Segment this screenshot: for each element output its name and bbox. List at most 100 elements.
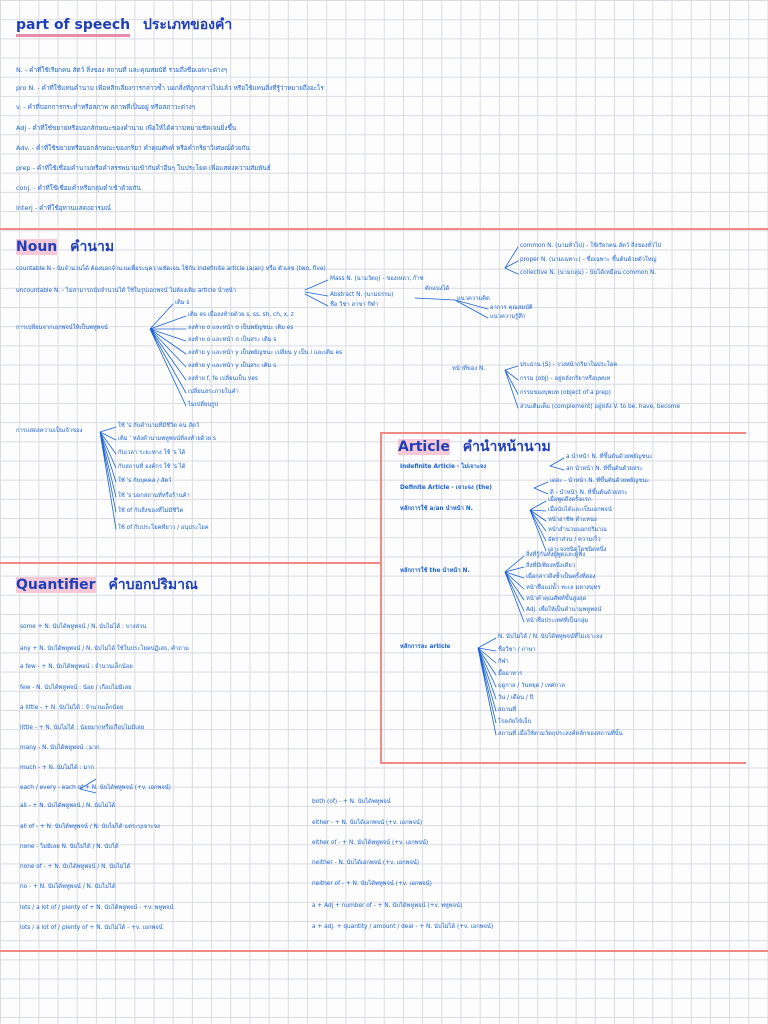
- omit-article-title: หลักการละ article: [400, 644, 451, 650]
- quantifier-row: none - ไม่มีเลย N. นับไม่ได้ / N. นับได้: [20, 844, 119, 850]
- quantifier-row: few - N. นับได้พหูพจน์ : น้อย / เกือบไม่…: [20, 685, 132, 691]
- possessive-rule: ใช้ 's บอกสถานที่หรือร้านค้า: [118, 493, 190, 499]
- pos-line: prep - คำที่ใช้เชื่อมคำนามหรือคำสรรพนามเ…: [16, 164, 271, 172]
- pos-line: v. - คำที่บอกการกระทำหรือสภาพ สภาพที่เป็…: [16, 103, 196, 111]
- noun-title-th: คำนาม: [70, 239, 115, 255]
- quantifier-row: much - + N. นับไม่ได้ : มาก: [20, 765, 94, 771]
- quantifier-row: each / every - each of + N. นับได้พหูพจน…: [20, 785, 171, 791]
- possessive-rule: กับเวลา ระยะทาง ใช้ 's ได้: [118, 450, 186, 456]
- quantifier-heading: Quantifier คำบอกปริมาณ: [16, 576, 198, 594]
- plural-rule: ลงท้าย o และหน้า o เป็นพยัญชนะ เติม es: [188, 325, 294, 331]
- article-title-en: Article: [398, 439, 450, 455]
- mass-noun-sub: ตักแบ่งได้: [425, 286, 450, 292]
- plural-title: การเปลี่ยนจากเอกพจน์ให้เป็นพหูพจน์: [16, 325, 108, 331]
- quantifier-row: a little - + N. นับไม่ได้ : จำนวนเล็กน้อ…: [20, 705, 124, 711]
- noun-type: proper N. (นามเฉพาะ) - ชื่อเฉพาะ ขึ้นต้น…: [520, 257, 657, 263]
- quantifier-row: any + N. นับได้พหูพจน์ / N. นับไม่ได้ ใช…: [20, 646, 189, 652]
- quantifier-row-right: neither - N. นับได้เอกพจน์ (+v. เอกพจน์): [312, 860, 420, 866]
- plural-rule: เติม s: [175, 300, 190, 306]
- quantifier-row-right: a + Adj + number of - + N. นับได้พหูพจน์…: [312, 903, 463, 909]
- quantifier-row: no - + N. นับได้พหูพจน์ / N. นับไม่ได้: [20, 884, 116, 890]
- quantifier-row: many - N. นับได้พหูพจน์ : มาก: [20, 745, 100, 751]
- article-title-th: คำนำหน้านาม: [462, 439, 551, 455]
- a-an-rule: เมื่อพูดถึงครั้งแรก: [548, 497, 592, 503]
- quantifier-row-right: neither of - + N. นับได้พหูพจน์ (+v. เอก…: [312, 881, 432, 887]
- definite-item: เดอะ - นำหน้า N. ที่ขึ้นต้นด้วยพยัญชนะ: [550, 478, 650, 484]
- bottom-divider: [0, 950, 768, 952]
- abstract-sub: อาการ คุณสมบัติ: [490, 305, 533, 311]
- quantifier-row: lots / a lot of / plenty of + N. นับไม่ไ…: [20, 925, 163, 931]
- definite-item: ดิ - นำหน้า N. ที่ขึ้นต้นด้วยสระ: [550, 490, 628, 496]
- quantifier-row: some + N. นับได้พหูพจน์ / N. นับไม่ได้ :…: [20, 624, 147, 630]
- indefinite-item: an นำหน้า N. ที่ขึ้นต้นด้วยสระ: [566, 466, 643, 472]
- pos-line: Adj - คำที่ใช้ขยายหรือบอกลักษณะของคำนาม …: [16, 124, 237, 132]
- plural-rule: ไม่เปลี่ยนรูป: [188, 402, 219, 408]
- noun-function: กรรมของบุพบท (object of a prep): [520, 390, 611, 396]
- abstract-sub: แนวความคิด: [457, 296, 490, 302]
- page-title: part of speech ประเภทของคำ: [16, 16, 232, 37]
- noun-function: กรรม (obj) - อยู่หลังกริยาหรือบุพบท: [520, 376, 611, 382]
- the-rules-title: หลักการใช้ the นำหน้า N.: [400, 568, 470, 574]
- plural-rule: เติม es เมื่อลงท้ายด้วย s, ss, sh, ch, x…: [188, 312, 294, 318]
- pos-line: conj. - คำที่ใช้เชื่อมคำหรือกลุ่มคำเข้าด…: [16, 184, 141, 192]
- article-box-bottom: [380, 762, 746, 764]
- the-rule: หน้าคำคุณศัพท์ขั้นสูงสุด: [526, 596, 587, 602]
- abstract-sub: แนวความรู้สึก: [490, 314, 526, 320]
- omit-article-rule: สถานที่ เมื่อใช้ตามวัตถุประสงค์หลักของสถ…: [498, 731, 623, 737]
- quantifier-divider: [0, 562, 380, 564]
- a-an-rule: เมื่อนับได้และเป็นเอกพจน์: [548, 507, 612, 513]
- pos-line: Adv. - คำที่ใช้ขยายหรือบอกลักษณะของกริยา…: [16, 144, 250, 152]
- omit-article-rule: สถานที่: [498, 707, 517, 713]
- possessive-rule: ใช้ of กับสิ่งของที่ไม่มีชีวิต: [118, 508, 184, 514]
- quantifier-title-en: Quantifier: [16, 577, 96, 593]
- definite-article: Definite Article - เจาะจง (the): [400, 485, 492, 491]
- possessive-rule: ใช้ 's กับบุคคล / สัตว์: [118, 478, 172, 484]
- plural-rule: ลงท้าย o และหน้า o เป็นสระ เติม s: [188, 337, 277, 343]
- pos-line: N. - คำที่ใช้เรียกคน สัตว์ สิ่งของ สถานท…: [16, 66, 228, 74]
- omit-article-rule: ฤดูกาล / วันหยุด / เทศกาล: [498, 683, 565, 689]
- function-title: หน้าที่ของ N.: [452, 366, 486, 372]
- the-rule: Adj. เพื่อให้เป็นคำนามพหูพจน์: [526, 607, 602, 613]
- noun-title-en: Noun: [16, 239, 58, 255]
- omit-article-rule: โรคภัยไข้เจ็บ: [498, 719, 532, 725]
- title-en: part of speech: [16, 17, 131, 37]
- possessive-rule: ใช้ of กับประโยคที่ยาว / อนุประโยค: [118, 525, 209, 531]
- a-an-rules-title: หลักการใช้ a/an นำหน้า N.: [400, 506, 473, 512]
- plural-rule: เปลี่ยนสระภายในคำ: [188, 389, 239, 395]
- a-an-rule: หน้าอาชีพ ตำแหน่ง: [548, 517, 597, 523]
- quantifier-row-right: both (of) - + N. นับได้พหูพจน์: [312, 799, 391, 805]
- quantifier-row: none of - + N. นับได้พหูพจน์ / N. นับไม่…: [20, 864, 131, 870]
- omit-article-rule: กีฬา: [498, 659, 509, 665]
- a-an-rule: หน้าสำนวนบอกปริมาณ: [548, 527, 607, 533]
- plural-rule: ลงท้าย y และหน้า y เป็นพยัญชนะ เปลี่ยน y…: [188, 350, 343, 356]
- quantifier-row: all - + N. นับได้พหูพจน์ / N. นับไม่ได้: [20, 803, 116, 809]
- article-box-top: [380, 432, 746, 434]
- noun-function: ประธาน (S) - วางหน้ากริยาในประโยค: [520, 362, 618, 368]
- pos-line: pro N. - คำที่ใช้แทนคำนาม เพื่อหลีกเลี่ย…: [16, 84, 324, 92]
- quantifier-title-th: คำบอกปริมาณ: [108, 577, 198, 593]
- noun-heading: Noun คำนาม: [16, 238, 114, 256]
- mass-noun: Mass N. (นามวัตถุ) - ของเหลว, ก๊าซ: [330, 276, 424, 282]
- possessive-rule: ใช้ 's กับคำนามที่มีชีวิต คน สัตว์: [118, 423, 200, 429]
- article-heading: Article คำนำหน้านาม: [398, 438, 551, 456]
- noun-type: collective N. (นามกลุ่ม) - นับได้เหมือน …: [520, 270, 657, 276]
- a-an-rule: อัตราส่วน / ความเร็ว: [548, 537, 601, 543]
- the-rule: หน้าชื่อประเทศที่เป็นกลุ่ม: [526, 618, 589, 624]
- possessive-rule: เติม ' หลังคำนามพหูพจน์ที่ลงท้ายด้วย s: [118, 436, 217, 442]
- the-rule: เมื่อกล่าวถึงซ้ำเป็นครั้งที่สอง: [526, 574, 596, 580]
- indefinite-item: a นำหน้า N. ที่ขึ้นต้นด้วยพยัญชนะ: [566, 454, 653, 460]
- omit-article-rule: ชื่อวิชา / ภาษา: [498, 647, 536, 653]
- article-box-left: [380, 432, 382, 762]
- quantifier-row-right: either of - + N. นับได้พหูพจน์ (+v. เอกพ…: [312, 840, 429, 846]
- quantifier-row-right: a + adj. + quantity / amount / deal - + …: [312, 924, 494, 930]
- quantifier-row: all of - + N. นับได้พหูพจน์ / N. นับไม่ไ…: [20, 824, 160, 830]
- section-divider: [0, 228, 768, 230]
- quantifier-row: a few - + N. นับได้พหูพจน์ : จำนวนเล็กน้…: [20, 664, 133, 670]
- abstract-noun: Abstract N. (นามธรรม): [330, 292, 394, 298]
- the-rule: หน้าชื่อแม่น้ำ ทะเล มหาสมุทร: [526, 585, 601, 591]
- noun-function: ส่วนเติมเต็ม (complement) อยู่หลัง V. to…: [520, 404, 681, 410]
- omit-article-rule: วัน / เดือน / ปี: [498, 695, 534, 701]
- the-rule: สิ่งที่มีเพียงหนึ่งเดียว: [526, 563, 576, 569]
- noun-type: common N. (นามทั่วไป) - ใช้เรียกคน สัตว์…: [520, 243, 662, 249]
- a-an-rule: เจาะจงชนิดใดชนิดหนึ่ง: [548, 547, 607, 553]
